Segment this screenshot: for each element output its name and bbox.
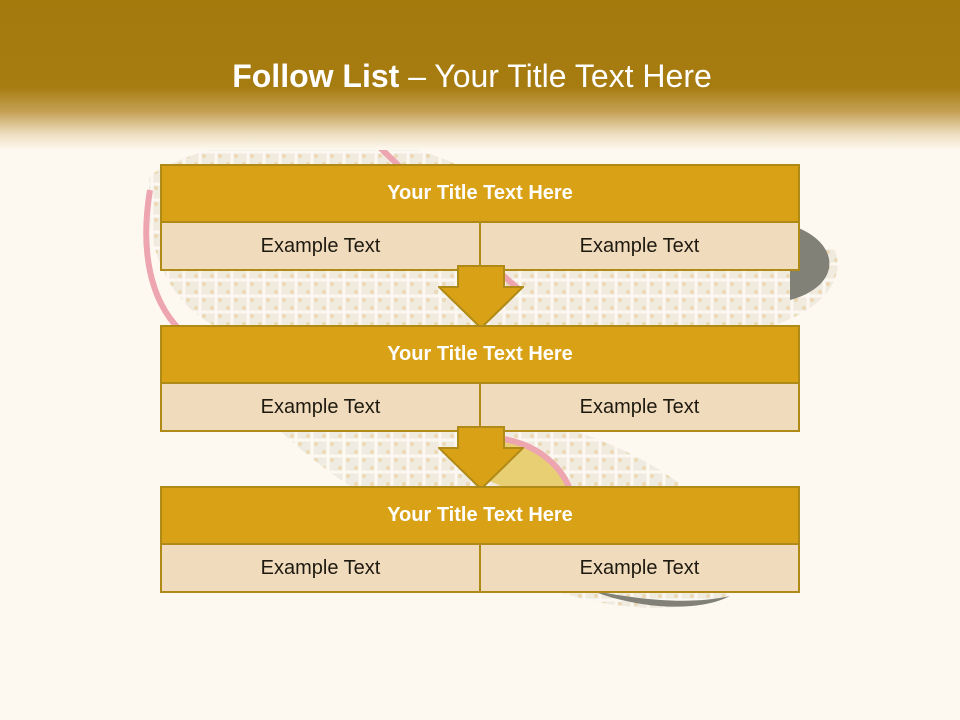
follow-list-block-3: Your Title Text Here Example Text Exampl… [160, 486, 800, 593]
block-cell-left: Example Text [162, 545, 479, 591]
block-row: Example Text Example Text [162, 545, 798, 591]
slide-title-rest: – Your Title Text Here [408, 58, 712, 94]
down-arrow-icon [438, 265, 524, 329]
block-cell-right: Example Text [481, 545, 798, 591]
slide-title: Follow List – Your Title Text Here [0, 50, 944, 102]
block-title: Your Title Text Here [162, 166, 798, 221]
follow-list-block-2: Your Title Text Here Example Text Exampl… [160, 325, 800, 432]
block-row: Example Text Example Text [162, 223, 798, 269]
block-cell-left: Example Text [162, 223, 479, 269]
block-title: Your Title Text Here [162, 488, 798, 543]
down-arrow-icon [438, 426, 524, 490]
block-title: Your Title Text Here [162, 327, 798, 382]
block-cell-right: Example Text [481, 384, 798, 430]
slide-title-bold: Follow List [232, 58, 409, 94]
follow-list-block-1: Your Title Text Here Example Text Exampl… [160, 164, 800, 271]
block-cell-left: Example Text [162, 384, 479, 430]
header-bar [0, 0, 960, 150]
block-row: Example Text Example Text [162, 384, 798, 430]
block-cell-right: Example Text [481, 223, 798, 269]
